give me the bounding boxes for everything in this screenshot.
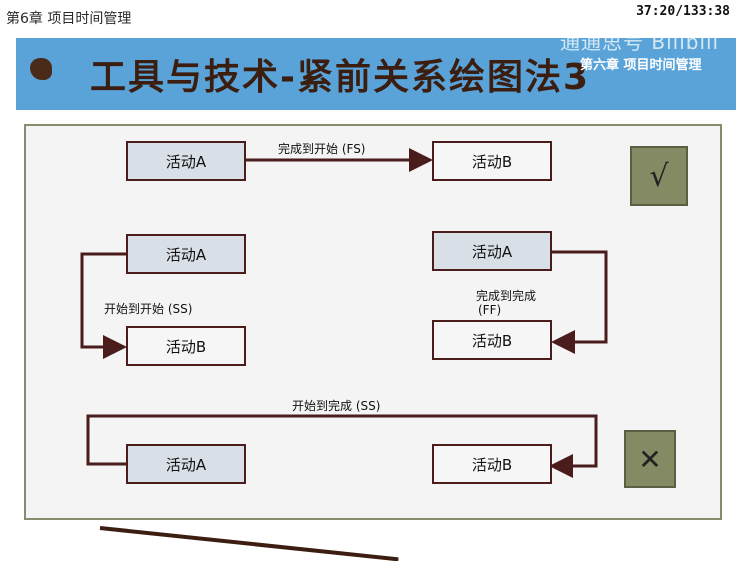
fs-activity-b: 活动B: [432, 141, 552, 181]
ss-activity-b: 活动B: [126, 326, 246, 366]
correct-mark-icon: √: [630, 146, 688, 206]
ss-label: 开始到开始 (SS): [104, 302, 193, 316]
fs-activity-a: 活动A: [126, 141, 246, 181]
sf-activity-a: 活动A: [126, 444, 246, 484]
ff-label-line1: 完成到完成: [476, 289, 537, 303]
slide-title: 工具与技术-紧前关系绘图法3: [90, 57, 590, 98]
watermark: 通通思号 Bilibili: [560, 30, 720, 54]
ff-activity-b: 活动B: [432, 320, 552, 360]
header-subtitle: 第六章 项目时间管理: [580, 58, 702, 73]
wrong-mark-icon: ✕: [624, 430, 676, 488]
ff-label-line2: (FF): [478, 303, 502, 317]
ff-activity-a: 活动A: [432, 231, 552, 271]
logo-icon: [30, 58, 52, 80]
chapter-label: 第6章 项目时间管理: [6, 11, 132, 27]
sf-label: 开始到完成 (SS): [292, 399, 381, 413]
sf-activity-b: 活动B: [432, 444, 552, 484]
fs-label: 完成到开始 (FS): [278, 142, 366, 156]
video-timer: 37:20/133:38: [636, 4, 730, 19]
header-band: [16, 38, 736, 110]
ss-activity-a: 活动A: [126, 234, 246, 274]
